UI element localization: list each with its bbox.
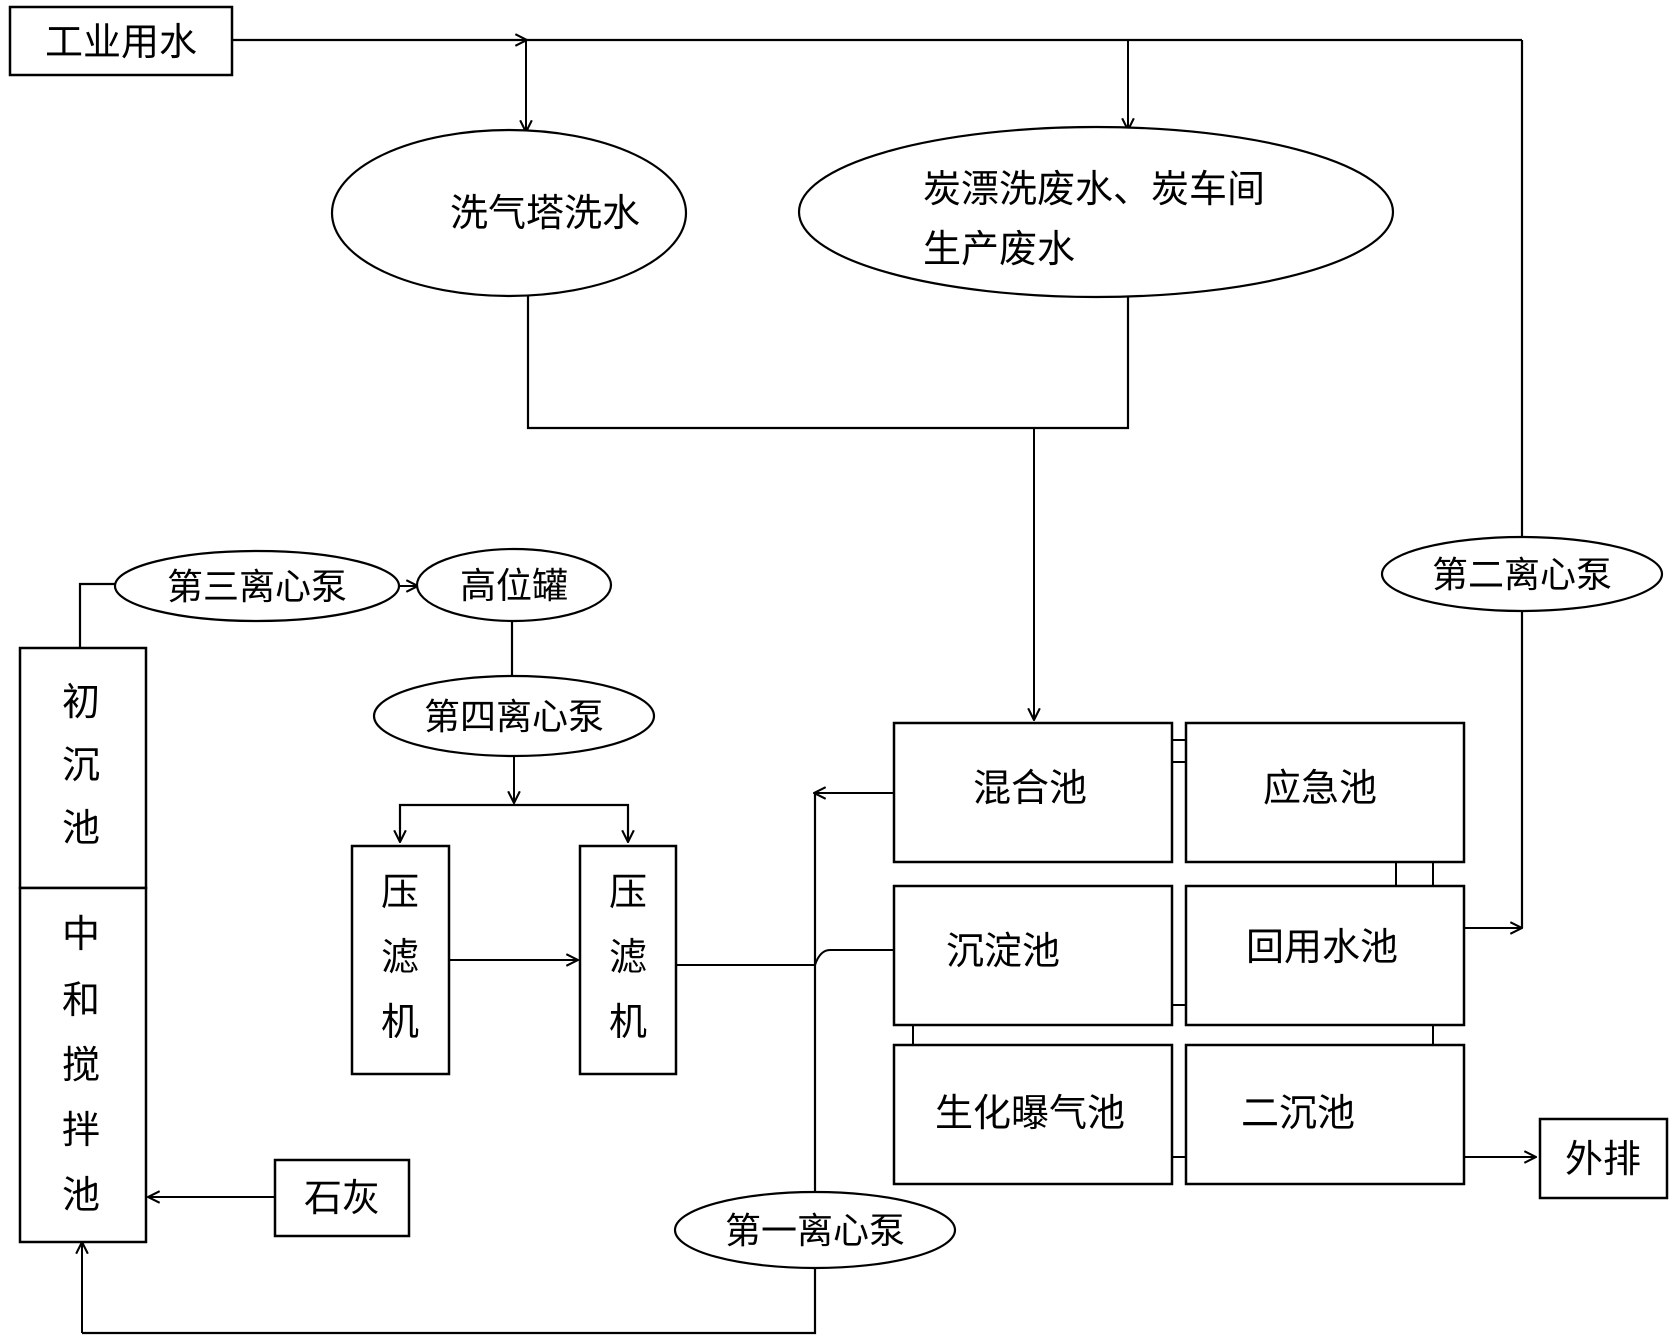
emergency-pool-node: 应急池 — [1184, 721, 1466, 864]
neutral-tank-node: 中 和 搅 拌 池 — [18, 886, 148, 1244]
industrial-water-node: 工业用水 — [8, 5, 234, 77]
pump4-label: 第四离心泵 — [424, 697, 604, 738]
filter-press-1-char-3: 机 — [381, 1000, 419, 1044]
pump3-label: 第三离心泵 — [167, 567, 347, 608]
primary-to-pump3-line — [78, 582, 115, 648]
bio-aeration-node: 生化曝气池 — [892, 1043, 1174, 1186]
reuse-pool-label: 回用水池 — [1246, 925, 1398, 969]
pump1-node: 第一离心泵 — [673, 1190, 957, 1270]
filter-press-2-node: 压 滤 机 — [578, 844, 678, 1076]
scrubber-wash-label: 洗气塔洗水 — [450, 191, 640, 235]
carbon-wastewater-label-2: 生产废水 — [923, 227, 1075, 271]
secondary-sed-label: 二沉池 — [1241, 1091, 1355, 1135]
neutral-tank-char-3: 搅 — [62, 1043, 100, 1087]
primary-sed-node: 初 沉 池 — [18, 646, 148, 890]
lime-node: 石灰 — [273, 1158, 411, 1238]
settling-pool-label: 沉淀池 — [946, 929, 1060, 973]
pump1-return-line — [82, 1268, 817, 1335]
secondary-sed-node: 二沉池 — [1184, 1043, 1466, 1186]
discharge-label: 外排 — [1565, 1137, 1641, 1181]
filter-press-1-char-1: 压 — [381, 870, 419, 914]
discharge-node: 外排 — [1538, 1117, 1669, 1200]
filter-press-2-char-3: 机 — [609, 1000, 647, 1044]
filter-press-2-char-2: 滤 — [609, 935, 647, 979]
split-to-presses — [398, 803, 630, 838]
neutral-tank-char-4: 拌 — [62, 1108, 100, 1152]
reuse-pool-node: 回用水池 — [1184, 884, 1466, 1027]
filter-press-1-node: 压 滤 机 — [350, 844, 451, 1076]
settling-pool-node: 沉淀池 — [892, 884, 1174, 1027]
primary-sed-char-3: 池 — [62, 806, 100, 850]
carbon-wastewater-node: 炭漂洗废水、炭车间 生产废水 — [797, 125, 1395, 299]
filter-press-2-char-1: 压 — [609, 870, 647, 914]
bio-aeration-label: 生化曝气池 — [935, 1091, 1125, 1135]
primary-sed-char-2: 沉 — [62, 743, 100, 787]
neutral-tank-char-5: 池 — [62, 1173, 100, 1217]
collector-line — [526, 296, 1130, 430]
pump2-label: 第二离心泵 — [1432, 555, 1612, 596]
primary-sed-char-1: 初 — [62, 680, 100, 724]
high-tank-node: 高位罐 — [415, 547, 613, 623]
emergency-pool-label: 应急池 — [1263, 766, 1377, 810]
pump2-node: 第二离心泵 — [1380, 535, 1664, 613]
arrow-press2-to-settling — [676, 950, 945, 966]
high-tank-label: 高位罐 — [460, 566, 568, 607]
neutral-tank-char-2: 和 — [62, 978, 100, 1022]
pump3-node: 第三离心泵 — [113, 549, 401, 623]
mixing-pool-node: 混合池 — [892, 721, 1174, 864]
carbon-wastewater-label-1: 炭漂洗废水、炭车间 — [923, 167, 1265, 211]
mixing-pool-label: 混合池 — [973, 766, 1087, 810]
scrubber-wash-node: 洗气塔洗水 — [330, 128, 688, 298]
lime-label: 石灰 — [304, 1176, 380, 1220]
pump4-node: 第四离心泵 — [372, 674, 656, 758]
industrial-water-label: 工业用水 — [45, 20, 197, 64]
filter-press-1-char-2: 滤 — [381, 935, 419, 979]
pump1-label: 第一离心泵 — [725, 1211, 905, 1252]
neutral-tank-char-1: 中 — [62, 912, 100, 956]
